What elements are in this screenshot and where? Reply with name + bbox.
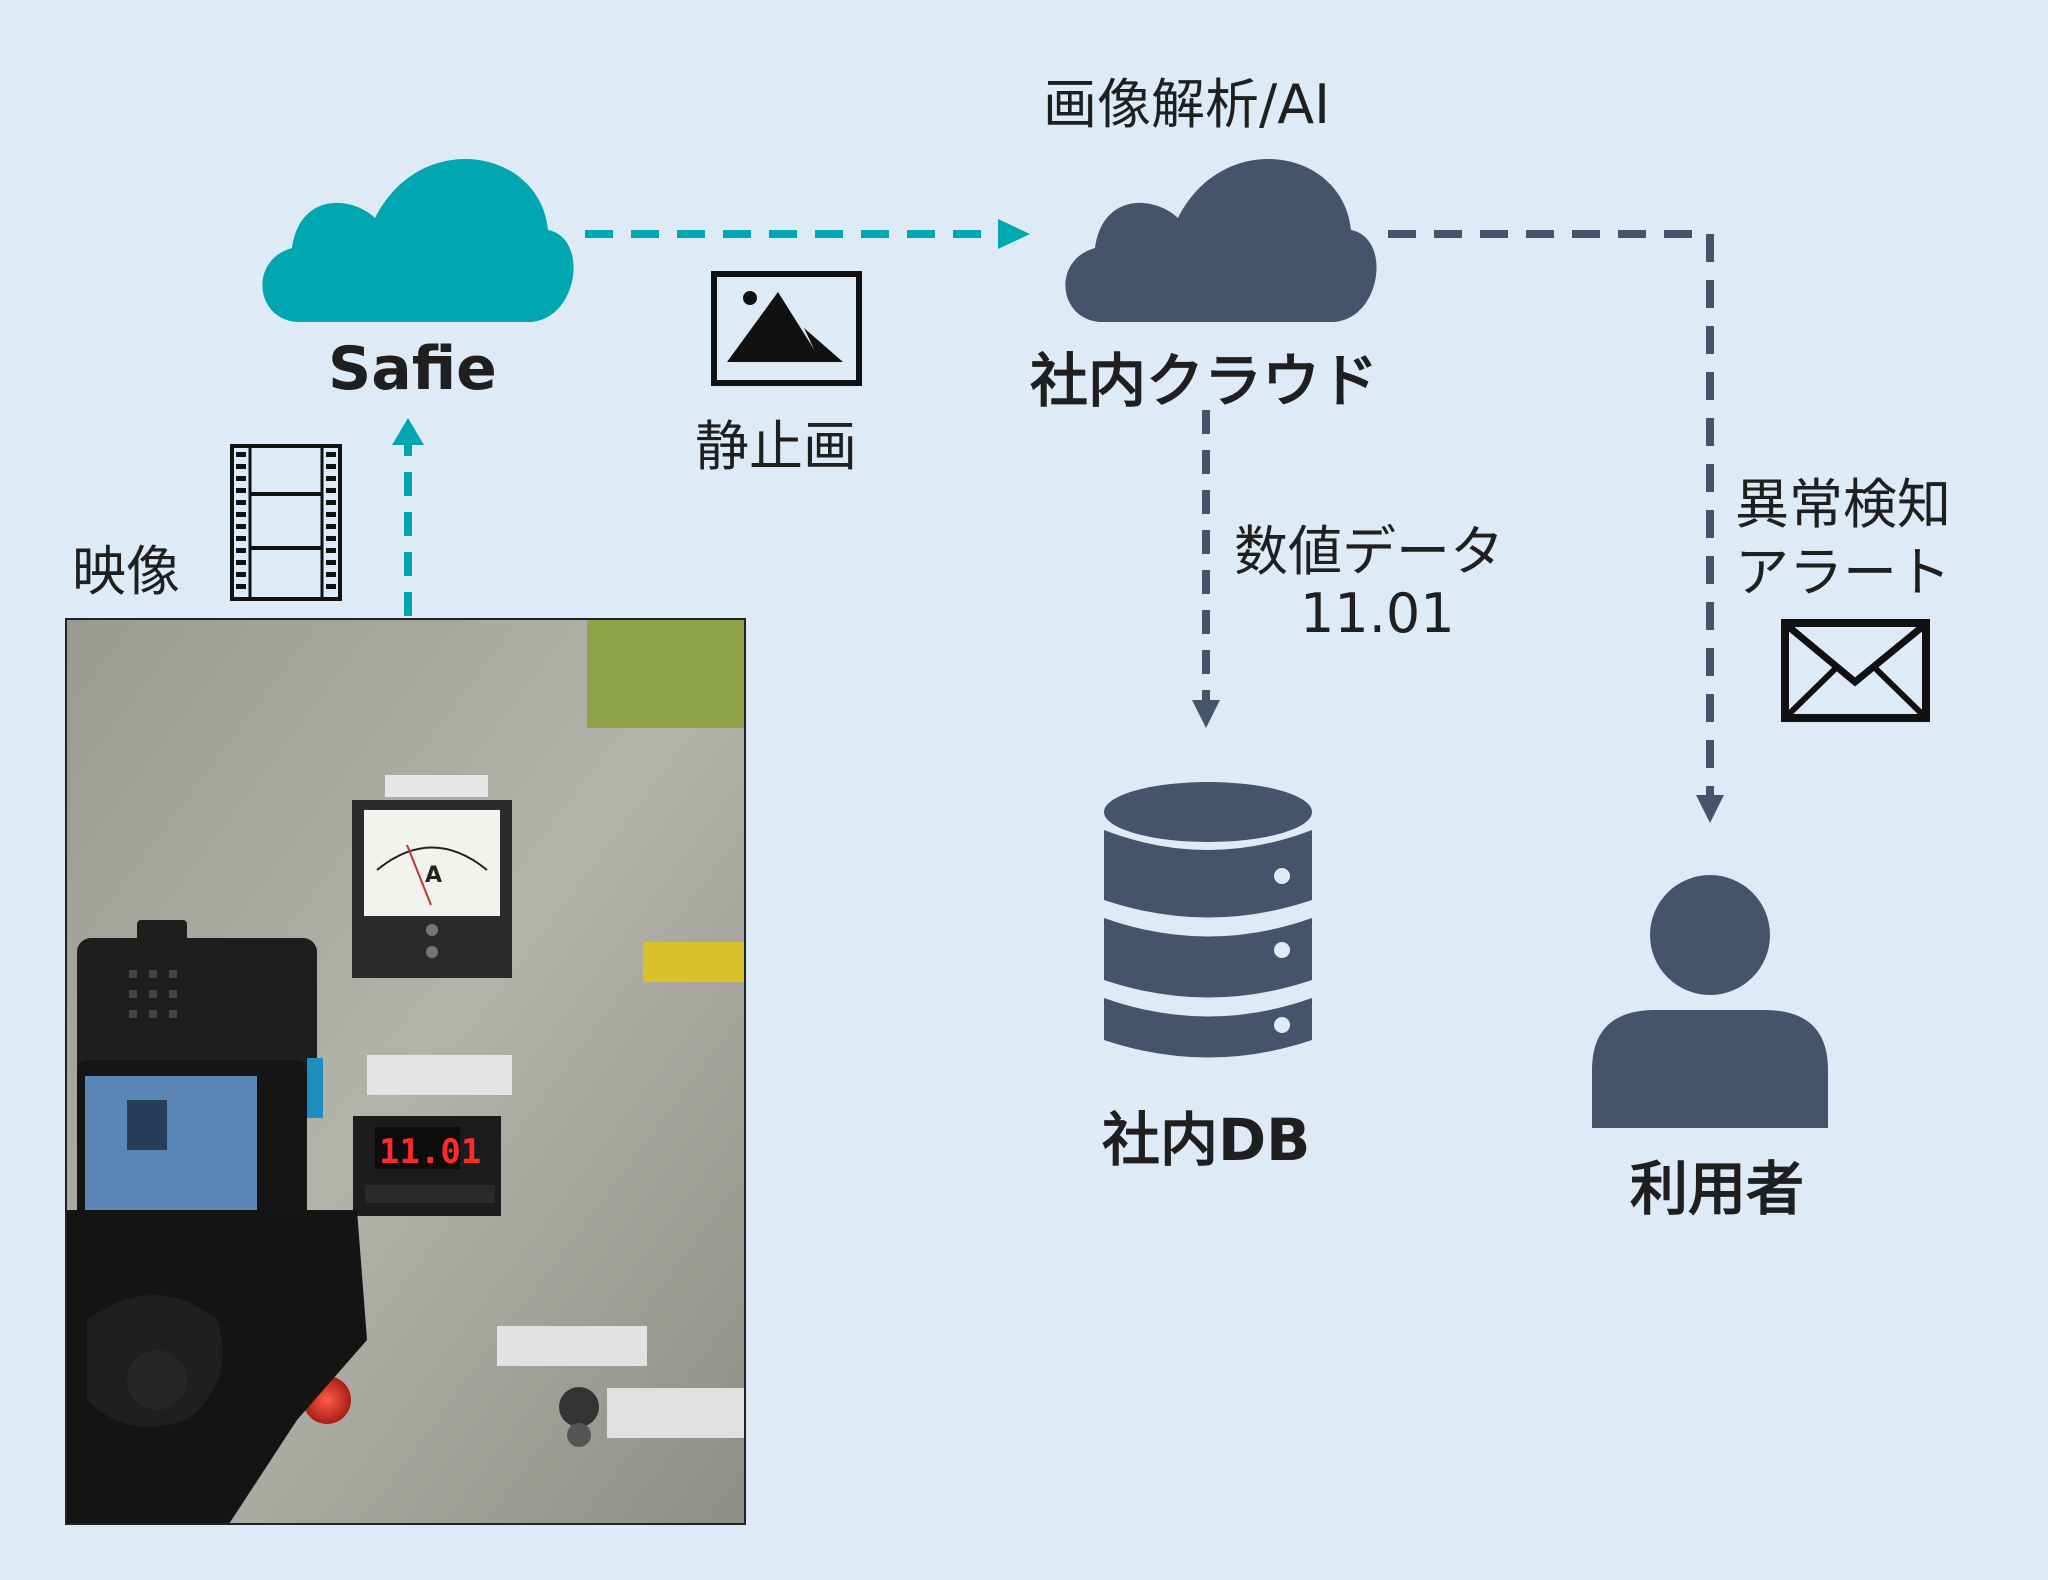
safie-cloud-icon bbox=[262, 158, 574, 322]
arrow-safie-to-cloud bbox=[585, 219, 1030, 249]
safie-camera bbox=[67, 920, 367, 1523]
arrow-cloud-to-user bbox=[1388, 230, 1724, 823]
numeric-value-label: 11.01 bbox=[1300, 582, 1455, 645]
internal-cloud-icon bbox=[1065, 158, 1377, 322]
internal-cloud-label: 社内クラウド bbox=[1030, 347, 1379, 415]
camera-photo-illustration: A 11.01 bbox=[67, 620, 744, 1523]
mail-icon bbox=[1781, 619, 1930, 722]
analog-ammeter: A bbox=[352, 800, 512, 978]
anomaly-label-line1: 異常検知 bbox=[1735, 473, 1951, 536]
meter-unit: A bbox=[425, 863, 442, 888]
arrow-cloud-to-db bbox=[1192, 410, 1220, 728]
ai-analysis-label: 画像解析/AI bbox=[1043, 73, 1331, 136]
still-image-label: 静止画 bbox=[695, 415, 857, 478]
internal-db-label: 社内DB bbox=[1102, 1106, 1311, 1174]
safie-label: Safie bbox=[328, 334, 497, 404]
anomaly-label-line2: アラート bbox=[1735, 541, 1951, 604]
display-reading: 11.01 bbox=[379, 1132, 481, 1172]
user-icon bbox=[1592, 875, 1828, 1128]
camera-photo: A 11.01 bbox=[65, 618, 746, 1525]
database-icon bbox=[1104, 782, 1312, 1058]
film-icon bbox=[230, 444, 342, 601]
digital-display: 11.01 bbox=[353, 1116, 501, 1216]
image-icon bbox=[711, 271, 862, 386]
numeric-data-label: 数値データ bbox=[1234, 520, 1504, 583]
arrow-camera-to-safie bbox=[392, 418, 424, 616]
video-label: 映像 bbox=[72, 540, 180, 603]
user-label: 利用者 bbox=[1630, 1155, 1805, 1223]
